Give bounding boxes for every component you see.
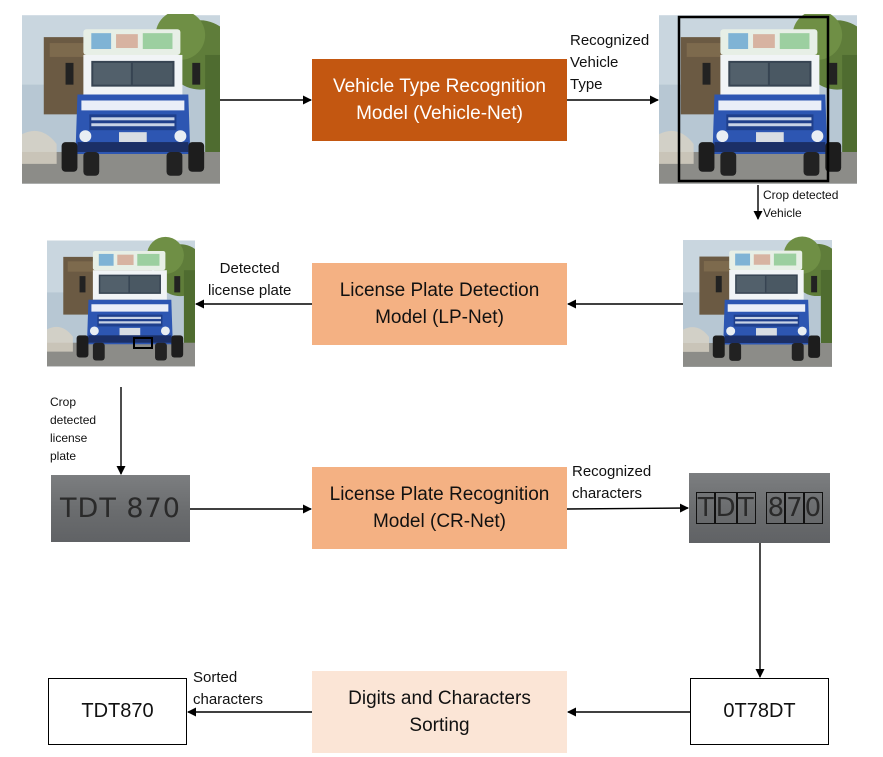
unsorted-characters-box: 0T78DT — [690, 678, 829, 745]
segmented-char-box: T — [735, 492, 756, 524]
label-recognized-vehicle-type: Recognized Vehicle Type — [570, 32, 650, 93]
segmented-group-2: 870 — [765, 492, 824, 524]
plate-detected-image — [47, 236, 195, 367]
sorted-characters-box: TDT870 — [48, 678, 187, 745]
cr-net-box-bg — [312, 467, 567, 549]
arrow-cr-net-to-chars — [566, 503, 689, 513]
segmented-char-box: D — [713, 492, 738, 524]
label-sorted-characters: Sorted characters — [193, 669, 264, 708]
segmented-char-box: 0 — [802, 492, 824, 524]
vehicle-net-box-bg — [312, 59, 567, 141]
label-crop-detected-license-plate: Crop detected license plate — [50, 395, 97, 463]
cropped-plate-image: TDT 870 — [51, 475, 190, 542]
lp-net-box: License Plate Detection Model (LP-Net) — [339, 280, 540, 328]
cropped-vehicle-image — [683, 236, 832, 367]
input-truck-image — [22, 14, 220, 184]
label-detected-license-plate: Detected license plate — [208, 260, 292, 299]
segmented-char-box: 8 — [765, 492, 787, 524]
label-crop-detected-vehicle: Crop detected Vehicle — [763, 188, 839, 220]
recognized-vehicle-image — [659, 14, 857, 184]
lp-net-box-bg — [312, 263, 567, 345]
vehicle-bbox — [677, 15, 830, 183]
segmented-char-box: 7 — [784, 492, 805, 524]
cr-net-box: License Plate Recognition Model (CR-Net) — [329, 484, 550, 532]
label-recognized-characters: Recognized characters — [572, 463, 652, 502]
cropped-plate-text: TDT 870 — [60, 493, 181, 524]
vehicle-net-box: Vehicle Type Recognition Model (Vehicle-… — [332, 76, 547, 124]
segmented-group-1: TDT — [695, 492, 756, 524]
sorting-box: Digits and Characters Sorting — [348, 688, 531, 736]
segmented-char-box: T — [695, 492, 716, 524]
segmented-plate-image: TDT 870 — [689, 473, 830, 543]
sorting-box-bg — [312, 671, 567, 753]
plate-bbox — [133, 337, 153, 349]
